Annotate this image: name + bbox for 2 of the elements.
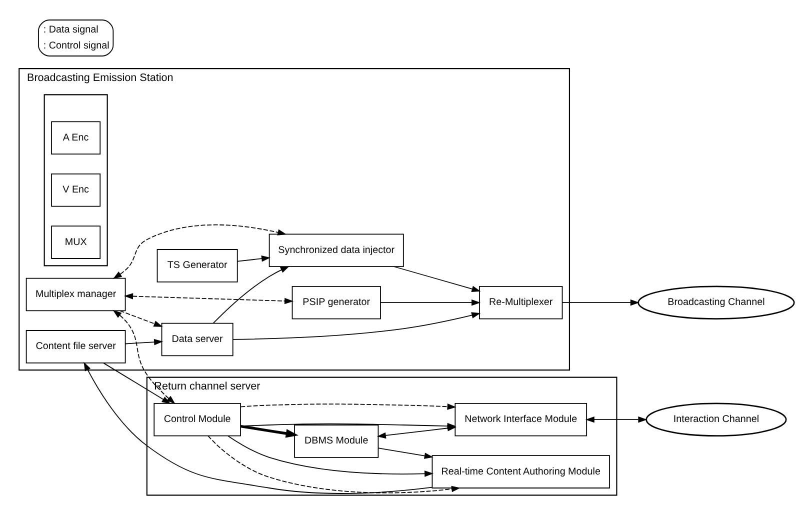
- legend-label: : Control signal: [43, 40, 110, 52]
- legend-label: : Data signal: [43, 24, 98, 35]
